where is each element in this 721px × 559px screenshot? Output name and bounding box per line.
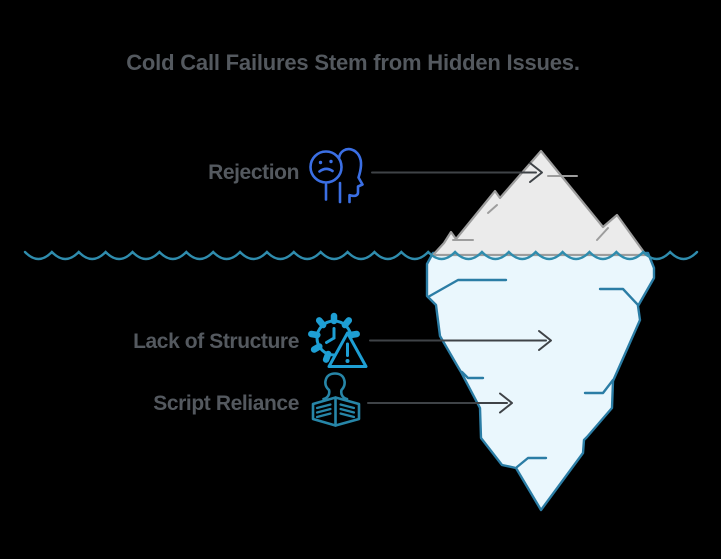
waterline-wave <box>23 250 699 261</box>
script-text-lines <box>315 403 356 419</box>
arrowhead <box>538 330 552 351</box>
arrowhead <box>529 162 543 183</box>
exclamation-dot <box>345 359 350 363</box>
arrowhead <box>499 392 513 414</box>
sad-person-head-icon <box>309 147 364 204</box>
iceberg-above-crevice-lines <box>452 175 609 241</box>
gear-clock-warning-icon <box>308 312 368 368</box>
label-rejection: Rejection <box>208 161 299 184</box>
arrow-script-reliance <box>367 392 513 414</box>
label-lack-of-structure: Lack of Structure <box>133 330 299 353</box>
label-script-reliance: Script Reliance <box>153 392 299 415</box>
infographic-title: Cold Call Failures Stem from Hidden Issu… <box>126 50 580 75</box>
person-open-script-icon <box>311 372 361 427</box>
arrow-rejection <box>371 162 543 183</box>
person-head <box>322 372 349 401</box>
clock-hand-hour <box>325 336 336 344</box>
iceberg-below-water <box>425 251 656 512</box>
iceberg-below-crevice-lines <box>426 278 640 469</box>
iceberg-above-water <box>431 149 648 257</box>
arrow-lack-of-structure <box>369 330 552 351</box>
